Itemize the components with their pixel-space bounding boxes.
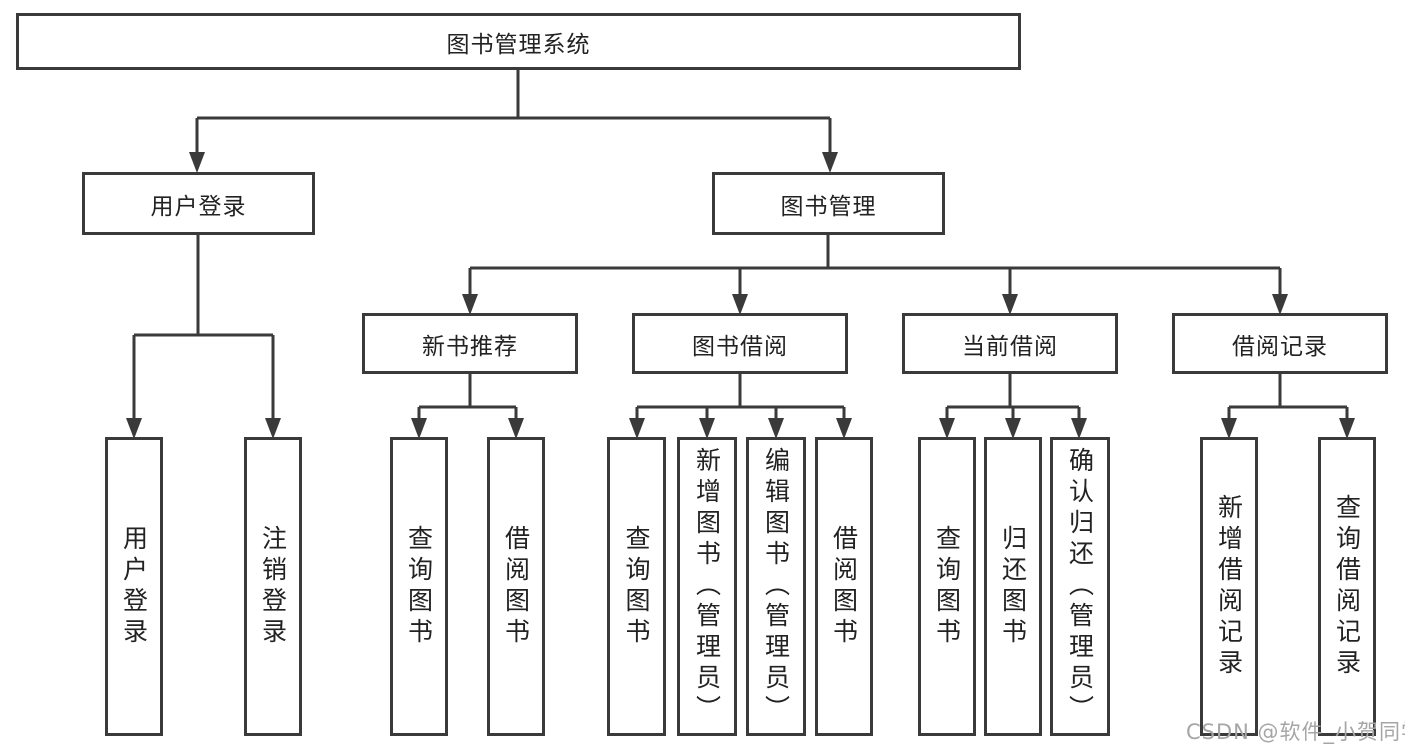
leaf-records-add: 新增借阅记录 [1200,437,1258,736]
leaf-label: 查询图书 [622,524,651,649]
node-new-books: 新书推荐 [362,313,578,374]
leaf-user-login: 用户登录 [105,437,163,736]
leaf-borrow-query: 查询图书 [607,437,666,736]
leaf-label: 新增图书（管理员） [692,447,722,726]
node-book-mgmt: 图书管理 [712,172,945,235]
node-current-borrow-label: 当前借阅 [962,333,1058,360]
node-borrow-records-label: 借阅记录 [1232,333,1328,360]
leaf-logout: 注销登录 [244,437,302,736]
node-book-mgmt-label: 图书管理 [780,193,877,220]
node-user-login: 用户登录 [82,172,315,235]
leaf-label: 新增借阅记录 [1214,493,1244,680]
leaf-borrow-book: 借阅图书 [815,437,873,736]
node-book-borrow-label: 图书借阅 [692,333,788,360]
node-new-books-label: 新书推荐 [422,333,518,360]
node-current-borrow: 当前借阅 [902,313,1118,374]
leaf-label: 确认归还（管理员） [1065,447,1095,726]
leaf-records-query: 查询借阅记录 [1318,437,1376,736]
node-user-login-label: 用户登录 [150,193,247,220]
leaf-label: 归还图书 [998,524,1028,649]
leaf-borrow-add-admin: 新增图书（管理员） [677,437,737,736]
leaf-current-confirm-admin: 确认归还（管理员） [1050,437,1110,736]
leaf-label: 借阅图书 [829,524,859,649]
leaf-label: 注销登录 [258,524,288,649]
leaf-newbooks-query: 查询图书 [390,437,448,736]
leaf-label: 查询图书 [404,524,434,649]
node-borrow-records: 借阅记录 [1172,313,1388,374]
leaf-label: 用户登录 [119,524,149,649]
leaf-label: 编辑图书（管理员） [761,447,791,726]
leaf-label: 查询借阅记录 [1332,493,1362,680]
node-root-label: 图书管理系统 [446,31,591,58]
leaf-current-query: 查询图书 [918,437,976,736]
leaf-borrow-edit-admin: 编辑图书（管理员） [746,437,806,736]
leaf-label: 查询图书 [932,524,962,649]
leaf-current-return: 归还图书 [984,437,1042,736]
leaf-label: 借阅图书 [501,524,531,649]
node-root-system: 图书管理系统 [16,13,1021,70]
node-book-borrow: 图书借阅 [632,313,848,374]
leaf-newbooks-borrow: 借阅图书 [487,437,545,736]
csdn-watermark: CSDN @软件_小贺同学 [1186,720,1405,744]
